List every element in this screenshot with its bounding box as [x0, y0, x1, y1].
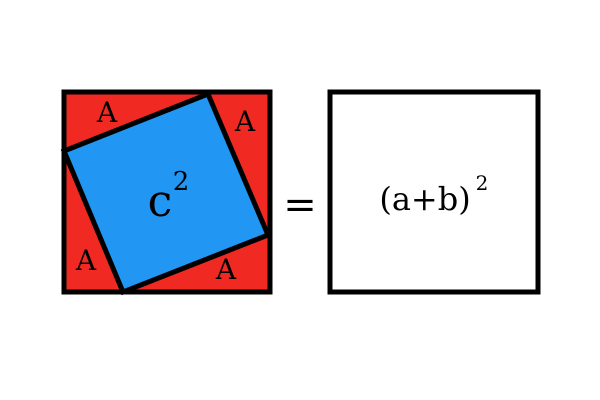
left-square-group: A A A A c 2	[60, 89, 273, 296]
right-square-group: (a+b) 2	[327, 89, 541, 295]
triangle-label-top-left: A	[96, 96, 118, 129]
right-square-label-exponent: 2	[476, 171, 489, 195]
triangle-label-bottom-left: A	[75, 244, 97, 277]
right-outer-square	[327, 89, 541, 295]
inner-square-label-exponent: 2	[173, 167, 190, 197]
inner-square-label-base: c	[148, 176, 173, 227]
equals-sign: =	[283, 182, 317, 228]
right-square-label-base: (a+b)	[379, 180, 470, 218]
triangle-label-bottom-right: A	[215, 253, 237, 286]
inner-blue-square	[60, 90, 272, 296]
triangle-label-top-right: A	[234, 105, 256, 138]
